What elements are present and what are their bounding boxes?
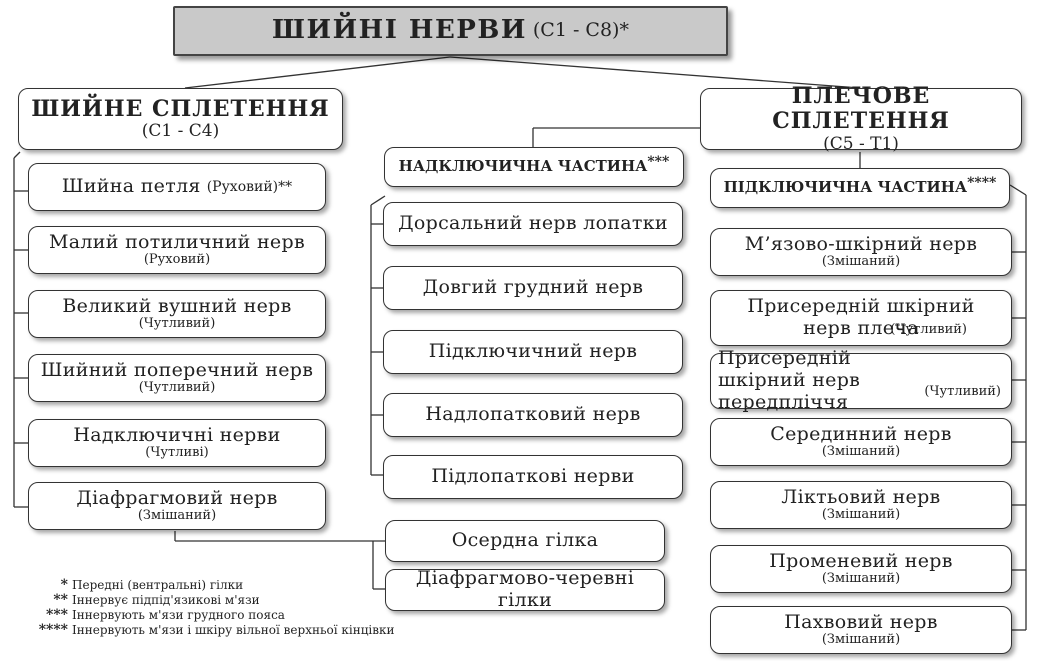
legend-row: ** Іннервує підпід'язикові м'язи (20, 593, 395, 608)
ansa-cervicalis-box: Шийна петля (Руховий)** (28, 163, 326, 211)
nerve-type: (Чутливий) (138, 316, 216, 332)
nerve-type: (Чутливий) (890, 322, 967, 338)
phrenic-nerve-box: Діафрагмовий нерв (Змішаний) (28, 482, 326, 530)
nerve-type: (Руховий) (143, 252, 211, 268)
pericardial-branch-box: Осердна гілка (385, 520, 665, 562)
legend-mark: **** (38, 622, 68, 638)
median-nerve-box: Серединний нерв (Змішаний) (710, 418, 1012, 466)
legend-row: * Передні (вентральні) гілки (20, 578, 395, 593)
title-range: (С1 - С8)* (532, 19, 629, 42)
nerve-name: Великий вушний нерв (62, 294, 292, 317)
nerve-type: (Змішаний) (821, 571, 901, 587)
legend-mark: ** (53, 592, 68, 608)
cervical-nerves-title-box: ШИЙНІ НЕРВИ (С1 - С8)* (173, 6, 728, 56)
legend-row: *** Іннервують м'язи грудного пояса (20, 608, 395, 623)
legend-row: **** Іннервують м'язи і шкіру вільної ве… (20, 623, 395, 638)
nerve-name: Шийна петля (61, 175, 201, 198)
legend-mark: * (60, 577, 68, 593)
nerve-name: Променевий нерв (769, 549, 953, 572)
suprascapular-nerve-box: Надлопатковий нерв (383, 393, 683, 437)
phrenicoabdominal-branches-box: Діафрагмово-черевні гілки (385, 567, 665, 611)
legend-text: Іннервує підпід'язикові м'язи (72, 593, 260, 607)
nerve-name: Надключичні нерви (73, 423, 281, 446)
supraclavicular-part-box: НАДКЛЮЧИЧНА ЧАСТИНА *** (384, 147, 684, 187)
radial-nerve-box: Променевий нерв (Змішаний) (710, 545, 1012, 593)
medial-antebrachial-cutaneous-nerve-box: Присередній шкірний нерв передпліччя (Чу… (710, 347, 1012, 413)
legend-text: Іннервують м'язи грудного пояса (72, 608, 285, 622)
nerve-type: (Чутливий) (924, 384, 1001, 400)
ulnar-nerve-box: Ліктьовий нерв (Змішаний) (710, 481, 1012, 529)
cervical-plexus-title: ШИЙНЕ СПЛЕТЕННЯ (31, 95, 330, 122)
axillary-nerve-box: Пахвовий нерв (Змішаний) (710, 606, 1012, 654)
branch-name: Осердна гілка (451, 529, 599, 552)
nerve-type: (Змішаний) (821, 254, 901, 270)
nerve-name: Малий потиличний нерв (49, 230, 305, 253)
brachial-plexus-box: ПЛЕЧОВЕ СПЛЕТЕННЯ (С5 - Т1) (700, 83, 1022, 153)
long-thoracic-nerve-box: Довгий грудний нерв (383, 266, 683, 310)
subscapular-nerves-box: Підлопаткові нерви (383, 455, 683, 499)
infraclavicular-part-stars: **** (967, 174, 997, 191)
nerve-type: (Змішаний) (137, 508, 217, 524)
nerve-name: Серединний нерв (770, 422, 952, 445)
transverse-cervical-nerve-box: Шийний поперечний нерв (Чутливий) (28, 354, 326, 402)
nerve-name: Довгий грудний нерв (422, 276, 644, 299)
legend-text: Передні (вентральні) гілки (72, 578, 244, 592)
nerve-name: М’язово-шкірний нерв (744, 232, 978, 255)
branch-name: Діафрагмово-черевні гілки (415, 567, 635, 611)
nerve-name: Ліктьовий нерв (781, 485, 941, 508)
infraclavicular-part-box: ПІДКЛЮЧИЧНА ЧАСТИНА **** (710, 168, 1010, 208)
supraclavicular-nerves-box: Надключичні нерви (Чутливі) (28, 419, 326, 467)
lesser-occipital-nerve-box: Малий потиличний нерв (Руховий) (28, 226, 326, 274)
nerve-name: Діафрагмовий нерв (76, 486, 278, 509)
nerve-type: (Змішаний) (821, 632, 901, 648)
musculocutaneous-nerve-box: М’язово-шкірний нерв (Змішаний) (710, 228, 1012, 276)
nerve-name: Надлопатковий нерв (425, 403, 641, 426)
medial-brachial-cutaneous-nerve-box: Присередній шкірний нерв плеча (Чутливий… (710, 290, 1012, 346)
infraclavicular-part-title: ПІДКЛЮЧИЧНА ЧАСТИНА (723, 178, 968, 197)
subclavian-nerve-box: Підключичний нерв (383, 330, 683, 374)
nerve-name: Підключичний нерв (428, 340, 638, 363)
title-text: ШИЙНІ НЕРВИ (272, 15, 527, 46)
nerve-type: (Чутливий) (138, 380, 216, 396)
nerve-name: Пахвовий нерв (784, 610, 938, 633)
brachial-plexus-title: ПЛЕЧОВЕ СПЛЕТЕННЯ (772, 82, 950, 135)
great-auricular-nerve-box: Великий вушний нерв (Чутливий) (28, 290, 326, 338)
cervical-plexus-box: ШИЙНЕ СПЛЕТЕННЯ (С1 - С4) (18, 88, 343, 150)
supraclavicular-part-title: НАДКЛЮЧИЧНА ЧАСТИНА (398, 157, 648, 176)
nerve-name: Дорсальний нерв лопатки (398, 212, 668, 235)
dorsal-scapular-nerve-box: Дорсальний нерв лопатки (383, 202, 683, 246)
legend-text: Іннервують м'язи і шкіру вільної верхньо… (72, 623, 395, 637)
nerve-type: (Змішаний) (821, 444, 901, 460)
nerve-name: Присередній шкірний нерв плеча (747, 295, 975, 339)
supraclavicular-part-stars: *** (647, 153, 670, 170)
nerve-type: (Змішаний) (821, 507, 901, 523)
cervical-plexus-range: (С1 - С4) (141, 120, 220, 141)
legend-mark: *** (46, 607, 68, 623)
nerve-name: Підлопаткові нерви (431, 465, 635, 488)
nerve-name: Шийний поперечний нерв (40, 358, 314, 381)
nerve-type: (Чутливі) (145, 445, 209, 461)
footnote-legend: * Передні (вентральні) гілки ** Іннервує… (20, 578, 395, 638)
nerve-type: (Руховий)** (206, 178, 293, 195)
nerve-name: Присередній шкірний нерв передпліччя (718, 347, 861, 413)
brachial-plexus-range: (С5 - Т1) (823, 133, 899, 154)
